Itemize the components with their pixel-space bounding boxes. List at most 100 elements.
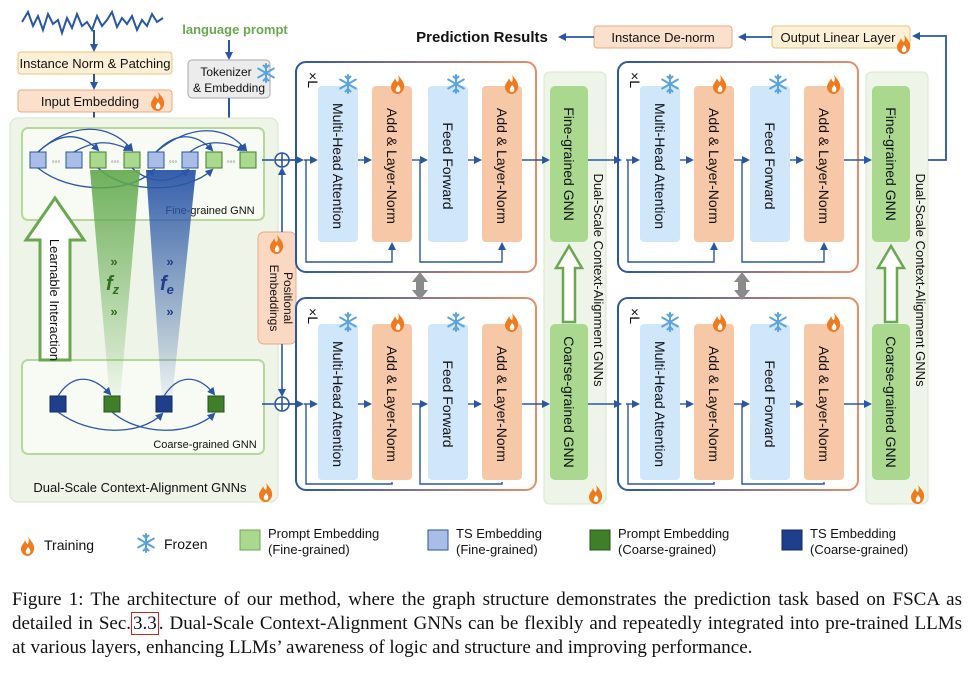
- fine-ellipsis-2: ◦◦◦: [111, 157, 120, 166]
- ffn-label: Feed Forward: [440, 360, 456, 447]
- fine-grained-gnn-panel: [21, 127, 265, 221]
- legend-ts-fine-swatch: [427, 529, 449, 551]
- legend-training-flame-icon: [21, 537, 35, 556]
- mha-label: Multi-Head Attention: [330, 341, 346, 467]
- legend-prompt-coarse-line2: (Coarse-grained): [618, 542, 716, 557]
- add-norm-box: [694, 86, 734, 242]
- fz-chevrons-top: »: [110, 254, 117, 269]
- fine-gnn-label: Fine-grained GNN: [883, 107, 899, 221]
- learnable-interaction-label: Learnable Interaction: [47, 239, 62, 361]
- add-norm-box: [372, 86, 412, 242]
- block2-interaction-arrow: [734, 272, 750, 300]
- fz-label: fz: [106, 273, 120, 297]
- transformer-block-1-bottom: ×L Multi-Head Attention Add & Layer-Norm…: [295, 297, 537, 491]
- add-norm-2-label: Add & Layer-Norm: [816, 346, 832, 462]
- caption-part1: Figure 1: The architecture of our method…: [12, 589, 962, 634]
- input-embedding-label: Input Embedding: [41, 94, 139, 109]
- add-norm-2-flame-icon: [505, 75, 519, 94]
- add-norm-label: Add & Layer-Norm: [384, 346, 400, 462]
- fz-chevrons-bottom: »: [110, 304, 117, 319]
- add-norm-box: [372, 324, 412, 480]
- legend-prompt-fine-line2: (Fine-grained): [268, 542, 350, 557]
- tokenizer-label-line1: Tokenizer: [200, 65, 251, 79]
- learnable-interaction-arrow: [23, 195, 87, 362]
- mha-label: Multi-Head Attention: [330, 103, 346, 229]
- legend-frozen-label: Frozen: [164, 536, 208, 552]
- fe-projection-beam: [146, 170, 196, 400]
- fz-projection-beam: [90, 170, 140, 400]
- add-norm-label: Add & Layer-Norm: [706, 346, 722, 462]
- ffn-box: [428, 324, 468, 480]
- repeat-label: ×L: [305, 308, 321, 324]
- fine-grained-nodes: [29, 151, 257, 169]
- coarse-to-fine-arrow: [553, 243, 585, 324]
- positional-label-line2: Embeddings: [267, 265, 281, 332]
- repeat-label: ×L: [627, 72, 643, 88]
- legend-ts-coarse-line1: TS Embedding: [810, 526, 896, 541]
- add-norm-2-box: [482, 324, 522, 480]
- fine-junction: [274, 152, 290, 168]
- coarse-gnn-box: [872, 324, 910, 480]
- transformer-block-1-top: ×L Multi-Head Attention Add & Layer-Norm…: [295, 61, 537, 273]
- ffn-box: [750, 324, 790, 480]
- ffn-box: [428, 86, 468, 242]
- coarse-gnn-label: Coarse-grained GNN: [561, 336, 577, 468]
- language-prompt-label: language prompt: [182, 22, 288, 37]
- positional-label-line1: Positional: [281, 272, 295, 324]
- coarse-grained-gnn-label: Coarse-grained GNN: [153, 439, 256, 451]
- alignment-side-label: Dual-Scale Context-Alignment GNNs: [913, 173, 928, 387]
- add-norm-box: [694, 324, 734, 480]
- ffn-label: Feed Forward: [762, 122, 778, 209]
- legend-ts-coarse-line2: (Coarse-grained): [810, 542, 908, 557]
- fine-ellipsis-4: ◦◦◦: [227, 157, 236, 166]
- add-norm-2-label: Add & Layer-Norm: [816, 108, 832, 224]
- mha-box: [318, 324, 358, 480]
- add-norm-2-box: [804, 86, 844, 242]
- alignment-column-1: Fine-grained GNN Coarse-grained GNN Dual…: [543, 71, 607, 505]
- caption-part2: . Dual-Scale Context-Alignment GNNs can …: [12, 613, 962, 658]
- add-norm-2-flame-icon: [827, 313, 841, 332]
- add-norm-2-label: Add & Layer-Norm: [494, 346, 510, 462]
- legend-ts-fine-line2: (Fine-grained): [456, 542, 538, 557]
- section-reference-link[interactable]: 3.3: [131, 612, 159, 635]
- fine-gnn-box: [550, 86, 588, 242]
- ffn-label: Feed Forward: [762, 360, 778, 447]
- coarse-gnn-label: Coarse-grained GNN: [883, 336, 899, 468]
- legend-frozen-snowflake-icon: [137, 533, 155, 553]
- legend-ts-coarse-swatch: [781, 529, 803, 551]
- legend-ts-fine-line1: TS Embedding: [456, 526, 542, 541]
- add-norm-2-flame-icon: [505, 313, 519, 332]
- fe-chevrons-top: »: [166, 254, 173, 269]
- add-norm-flame-icon: [713, 313, 727, 332]
- figure-caption: Figure 1: The architecture of our method…: [12, 588, 962, 660]
- architecture-diagram: Instance Norm & Patching Input Embedding…: [9, 9, 947, 557]
- add-norm-2-box: [804, 324, 844, 480]
- add-norm-flame-icon: [391, 313, 405, 332]
- add-norm-label: Add & Layer-Norm: [384, 108, 400, 224]
- add-norm-label: Add & Layer-Norm: [706, 108, 722, 224]
- legend-training-label: Training: [44, 537, 94, 553]
- legend-prompt-coarse-swatch: [589, 529, 611, 551]
- mha-box: [640, 324, 680, 480]
- fine-ellipsis-3: ◦◦◦: [169, 157, 178, 166]
- fe-chevrons-bottom: »: [166, 304, 173, 319]
- prediction-results-label: Prediction Results: [416, 29, 548, 46]
- transformer-block-2-top: ×L Multi-Head Attention Add & Layer-Norm…: [617, 61, 859, 273]
- instance-denorm-label: Instance De-norm: [611, 30, 714, 45]
- add-norm-2-box: [482, 86, 522, 242]
- repeat-label: ×L: [305, 72, 321, 88]
- add-norm-flame-icon: [391, 75, 405, 94]
- coarse-grained-edges: [57, 378, 216, 431]
- fine-gnn-box: [872, 86, 910, 242]
- fine-gnn-label: Fine-grained GNN: [561, 107, 577, 221]
- add-norm-2-flame-icon: [827, 75, 841, 94]
- mha-box: [640, 86, 680, 242]
- legend-prompt-fine-swatch: [239, 529, 261, 551]
- coarse-junction: [274, 396, 290, 412]
- instance-norm-patching-label: Instance Norm & Patching: [19, 56, 170, 71]
- tokenizer-label-line2: & Embedding: [193, 81, 265, 95]
- mha-box: [318, 86, 358, 242]
- fe-label: fe: [160, 273, 174, 297]
- mha-label: Multi-Head Attention: [652, 103, 668, 229]
- ffn-box: [750, 86, 790, 242]
